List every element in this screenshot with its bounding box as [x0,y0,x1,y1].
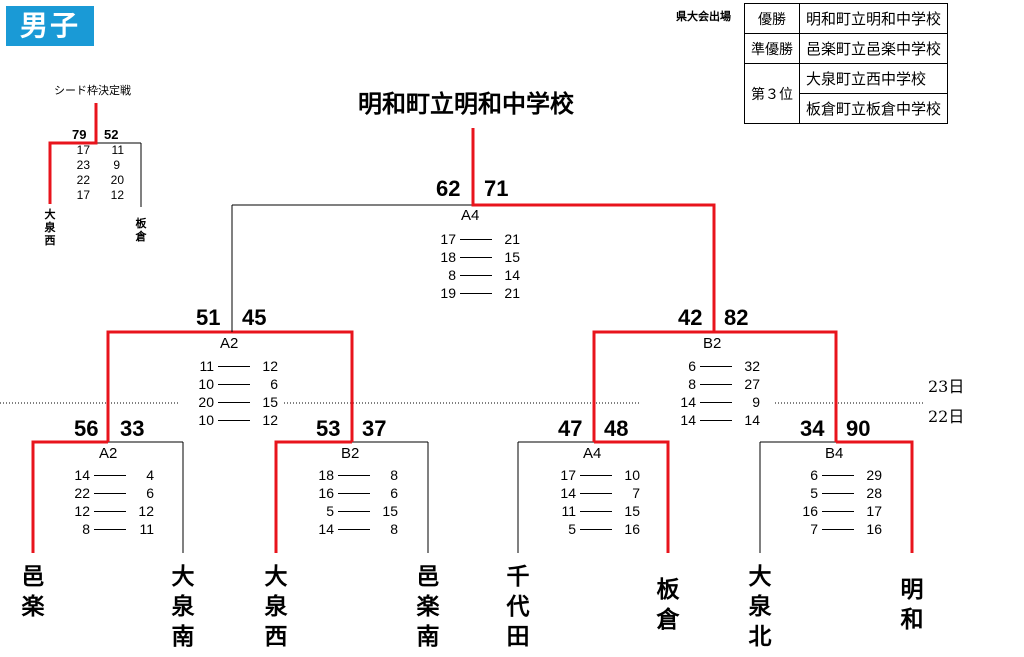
sf-2-score-right: 82 [724,305,749,330]
results-row: 準優勝 邑楽町立邑楽中学校 [744,33,949,64]
sf-1-lines [106,330,354,442]
sf-2-lines [592,330,838,442]
final-score-right: 71 [484,176,509,201]
r1-4-score-left: 34 [800,416,825,441]
r1-match-3-lines [517,440,670,553]
r1-match-1-lines [31,440,184,553]
r1-3-code: A4 [583,445,602,462]
division-badge: 男子 [6,6,94,46]
results-school: 邑楽町立邑楽中学校 [798,33,949,64]
team-name: 大泉南 [171,564,195,650]
r1-match-2-lines [274,440,429,553]
results-school: 板倉町立板倉中学校 [798,93,949,124]
team-name: 明和 [900,577,924,633]
final-score-left: 62 [436,176,461,201]
team-name: 邑 楽 [21,564,68,620]
final-lines [231,128,716,332]
seed-score-right: 52 [104,127,119,142]
seed-title: シード枠決定戦 [54,84,131,97]
r1-2-code: B2 [341,445,360,462]
team-name: 板倉 [656,577,680,633]
day-label-upper: 23日 [928,377,965,396]
results-row: 板倉町立板倉中学校 [745,93,949,124]
team-name: 大泉西 [264,564,288,650]
r1-4-score-right: 90 [846,416,871,441]
seed-score-left: 79 [72,127,87,142]
results-rank: 準優勝 [744,33,800,64]
results-label: 県大会出場 [676,10,731,23]
r1-1-code: A2 [99,445,118,462]
sf-2-code: B2 [703,335,722,352]
sf-1-code: A2 [220,335,239,352]
team-name: 千代田 [506,564,530,650]
seed-team-left: 大泉西 [44,208,56,247]
r1-2-score-right: 37 [362,416,387,441]
champion-name: 明和町立明和中学校 [358,90,574,118]
r1-1-score-right: 33 [120,416,145,441]
sf-1-score-right: 45 [242,305,267,330]
sf-2-score-left: 42 [678,305,703,330]
r1-3-score-left: 47 [558,416,583,441]
r1-match-4-lines [759,440,914,553]
team-name: 邑楽南 [416,564,440,650]
r1-4-code: B4 [825,445,844,462]
r1-3-score-right: 48 [604,416,629,441]
results-rank: 第３位 [744,63,800,124]
day-label-lower: 22日 [928,407,965,426]
r1-1-score-left: 56 [74,416,99,441]
seed-team-right: 板倉 [135,217,147,243]
sf-1-score-left: 51 [196,305,221,330]
r1-2-score-left: 53 [316,416,341,441]
team-name: 大泉北 [748,564,772,650]
results-school: 大泉町立西中学校 [798,63,949,94]
results-table: 優勝 明和町立明和中学校 準優勝 邑楽町立邑楽中学校 第３位 大泉町立西中学校 … [744,3,949,124]
results-row: 第３位 大泉町立西中学校 [744,63,949,124]
seed-bracket [48,103,142,207]
final-code: A4 [461,207,480,224]
